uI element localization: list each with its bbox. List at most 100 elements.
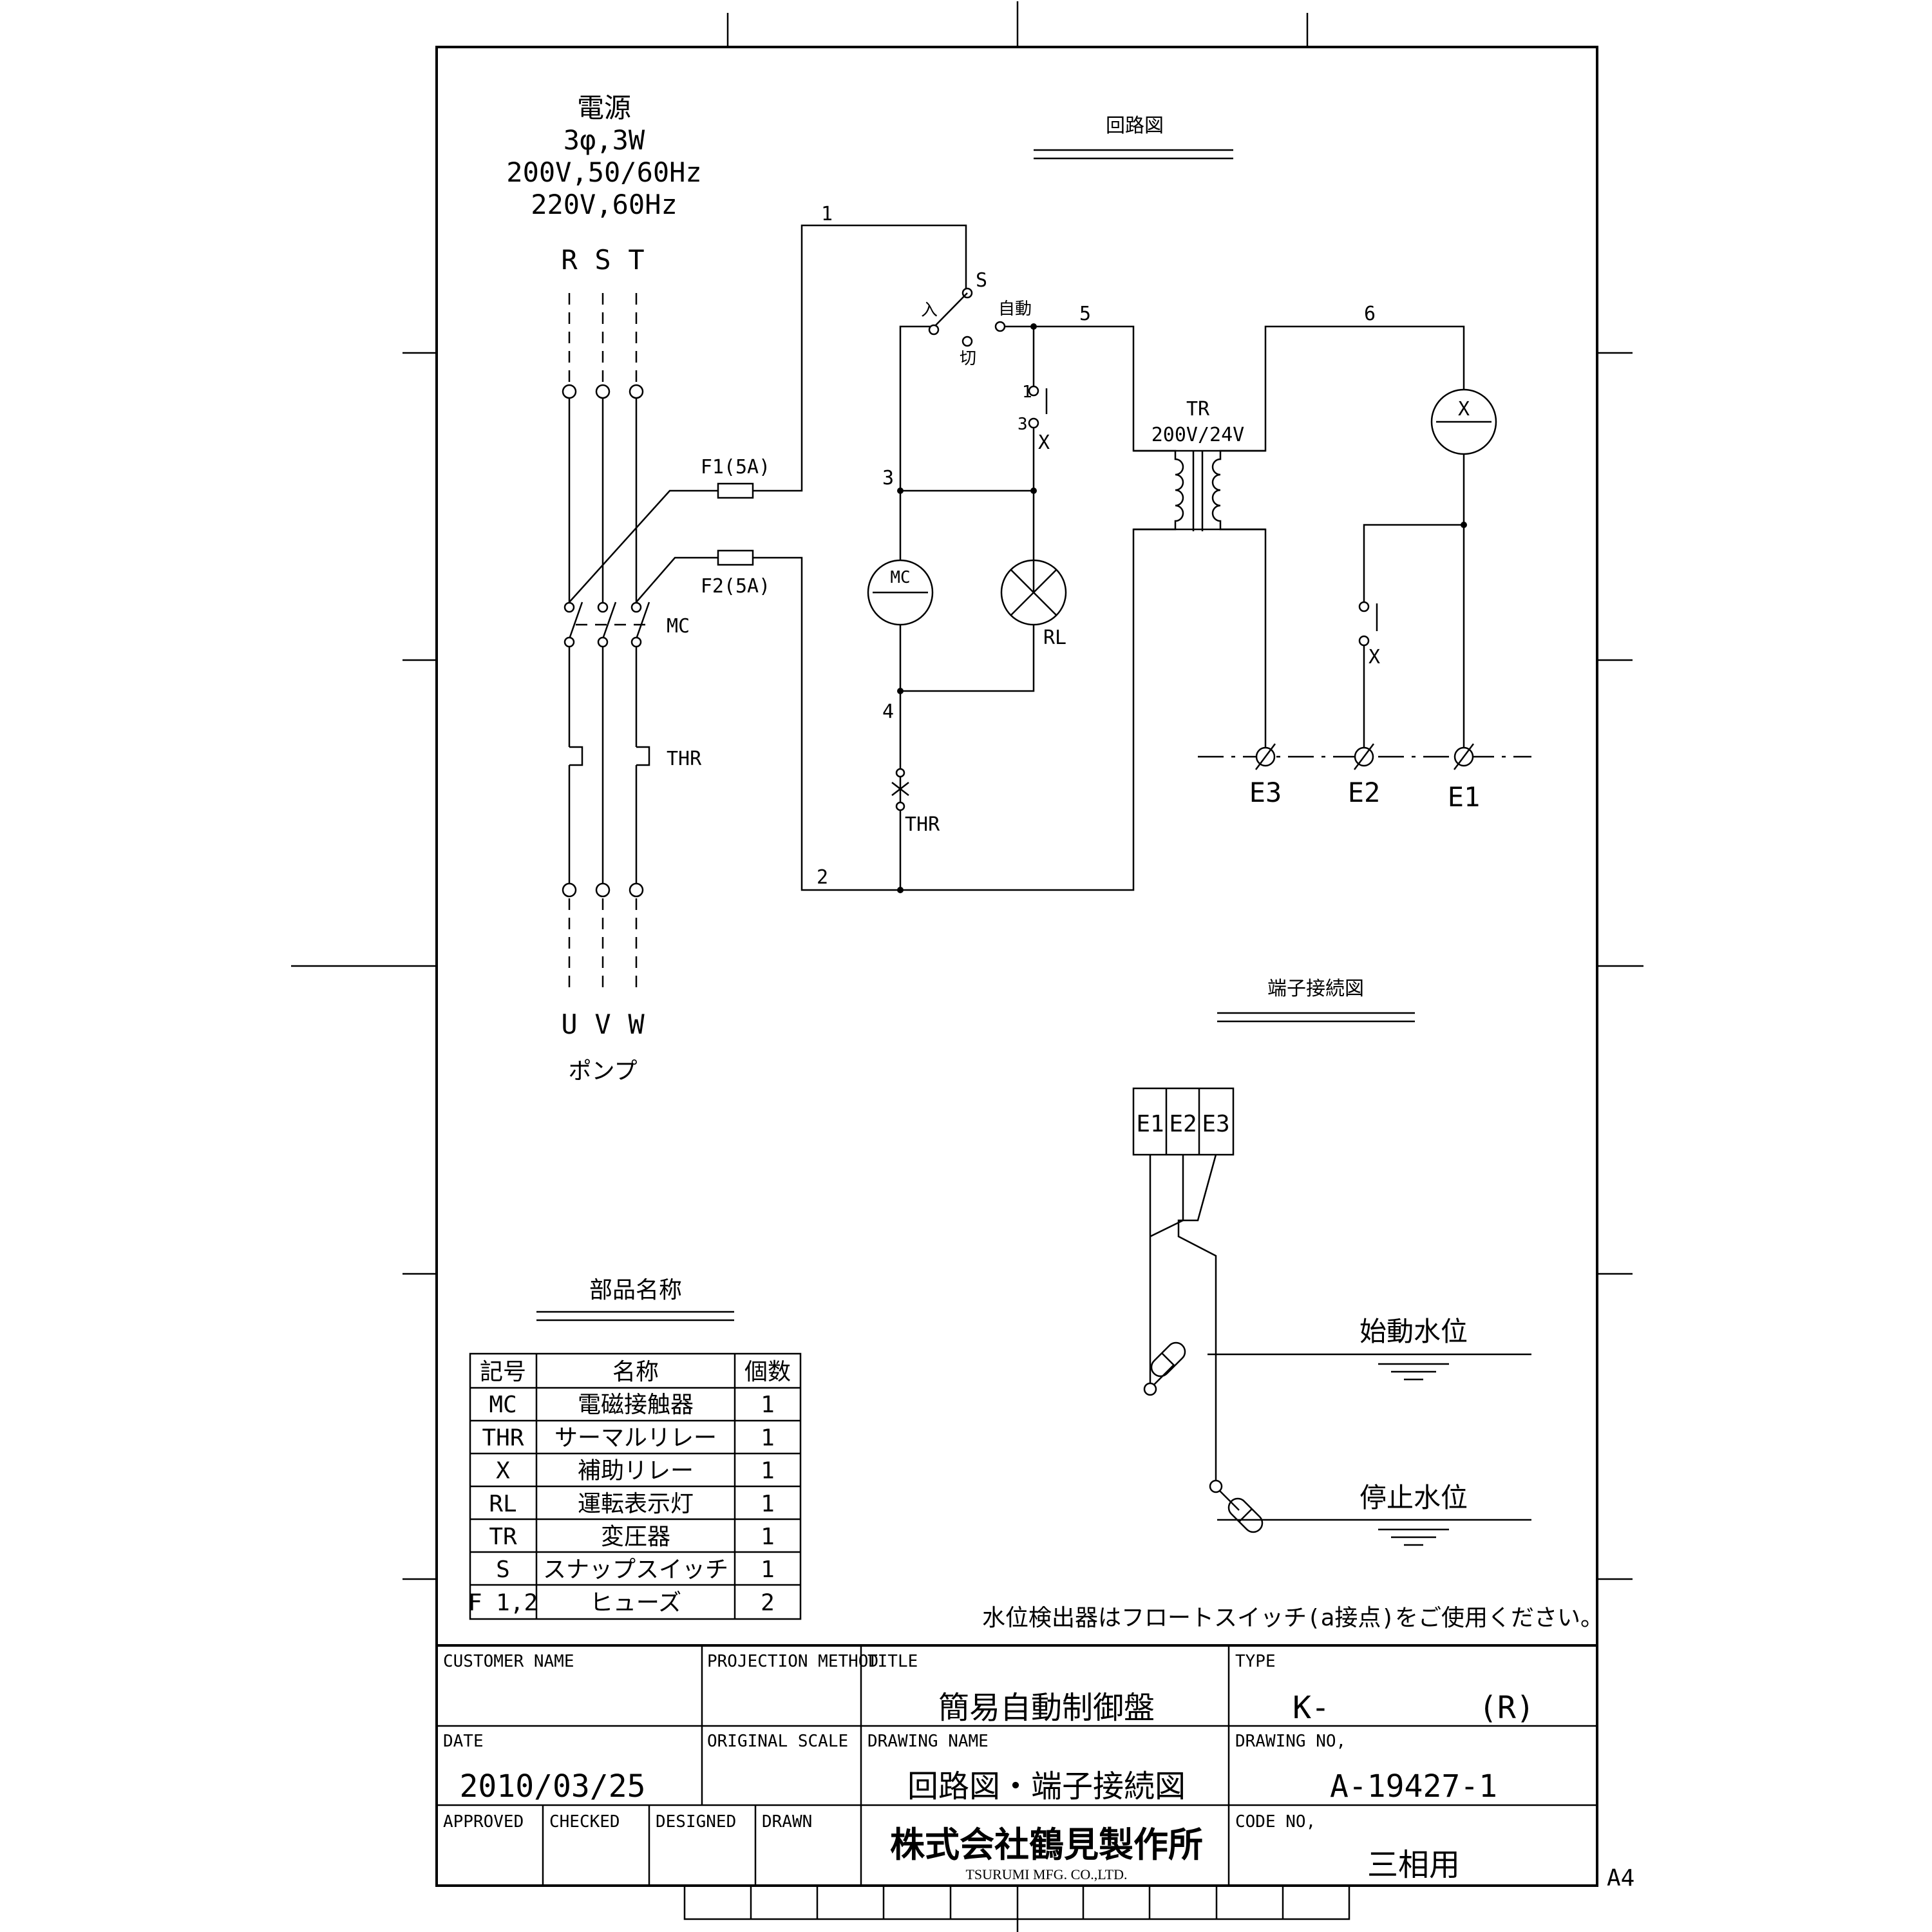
electrode-e1-label: E1	[1448, 781, 1481, 813]
electrode-e2-label: E2	[1348, 777, 1381, 808]
electrode-e3-label: E3	[1249, 777, 1282, 808]
fuse-f1	[718, 484, 753, 498]
parts-table-cell: THR	[482, 1425, 524, 1451]
mc-main-label: MC	[667, 615, 690, 638]
parts-table-cell: 2	[761, 1589, 775, 1616]
parts-header-cell: 記号	[480, 1359, 526, 1385]
projection-method-label: PROJECTION METHOD	[707, 1652, 878, 1671]
parts-table-cell: サーマルリレー	[554, 1425, 717, 1451]
parts-table	[469, 1352, 802, 1620]
code-no-label: CODE NO,	[1235, 1812, 1316, 1832]
title-label: TITLE	[867, 1652, 918, 1671]
drawn-label: DRAWN	[762, 1812, 812, 1832]
sheet-size-label: A4	[1607, 1865, 1634, 1891]
thr-contact-label: THR	[905, 813, 940, 836]
output-v-label: V	[594, 1009, 611, 1040]
approved-label: APPROVED	[443, 1812, 524, 1832]
node-1-label: 1	[821, 203, 833, 225]
node-6-label: 6	[1364, 303, 1376, 325]
junction-dots	[897, 323, 1467, 893]
parts-table-cell: ヒューズ	[590, 1589, 681, 1616]
terminal-e1-label: E1	[1136, 1111, 1164, 1137]
thr-main-label: THR	[667, 748, 702, 770]
x-contact-pin3: 3	[1018, 415, 1028, 434]
parts-table-cell: MC	[489, 1392, 516, 1418]
node-3-label: 3	[882, 467, 894, 489]
drawing-name-value: 回路図・端子接続図	[907, 1768, 1186, 1804]
parts-table-cell: 1	[761, 1392, 775, 1418]
parts-table-cell: 1	[761, 1557, 775, 1583]
parts-table-cell: S	[496, 1557, 510, 1583]
parts-header-cell: 名称	[612, 1359, 659, 1385]
designed-label: DESIGNED	[656, 1812, 736, 1832]
x-contact-label: X	[1038, 431, 1050, 454]
float-switch-start	[1143, 1341, 1186, 1396]
fuse-f1-label: F1(5A)	[701, 456, 770, 478]
snap-switch-s-label: S	[976, 269, 987, 292]
terminal-e3-label: E3	[1202, 1111, 1229, 1137]
output-u-label: U	[561, 1009, 577, 1040]
parts-table-cell: X	[496, 1458, 510, 1484]
terminal-title: 端子接続図	[1267, 978, 1364, 1000]
code-no-value: 三相用	[1367, 1847, 1460, 1883]
tr-label: TR	[1186, 398, 1210, 421]
company-logo-jp: 株式会社鶴見製作所	[890, 1824, 1203, 1865]
rl-label: RL	[1043, 627, 1066, 649]
input-s-label: S	[594, 244, 611, 276]
float-switch-stop	[1209, 1479, 1264, 1533]
title-block	[437, 1644, 1597, 1920]
stop-level-label: 停止水位	[1359, 1482, 1468, 1513]
parts-table-cell: スナップスイッチ	[543, 1557, 728, 1583]
date-label: DATE	[443, 1732, 484, 1751]
parts-title: 部品名称	[589, 1277, 682, 1303]
drawing-no-label: DRAWING NO,	[1235, 1732, 1346, 1751]
control-wiring	[569, 224, 1531, 891]
tr-rating-label: 200V/24V	[1151, 424, 1245, 446]
x-coil-label: X	[1458, 398, 1470, 421]
parts-table-cell: TR	[489, 1524, 517, 1550]
drawing-name-label: DRAWING NAME	[867, 1732, 989, 1751]
parts-header-cell: 個数	[744, 1359, 791, 1385]
parts-table-cell: F 1,2	[468, 1589, 538, 1616]
parts-table-cell: 1	[761, 1425, 775, 1451]
circuit-title: 回路図	[1106, 115, 1164, 137]
parts-table-cell: 1	[761, 1491, 775, 1517]
output-w-label: W	[628, 1009, 645, 1040]
customer-name-label: CUSTOMER NAME	[443, 1652, 574, 1671]
title-value: 簡易自動制御盤	[938, 1690, 1155, 1726]
company-name-en: TSURUMI MFG. CO.,LTD.	[965, 1866, 1127, 1882]
x-contact-pin1: 1	[1022, 383, 1032, 402]
start-level-label: 始動水位	[1359, 1316, 1468, 1347]
checked-label: CHECKED	[549, 1812, 620, 1832]
pump-label: ポンプ	[569, 1058, 638, 1084]
parts-table-cell: 電磁接触器	[578, 1392, 694, 1418]
edge-marks	[291, 1, 1643, 1932]
type-value: K- (R)	[1293, 1690, 1535, 1726]
power-phase: 3φ,3W	[564, 124, 645, 156]
water-level-note: 水位検出器はフロートスイッチ(a接点)をご使用ください。	[982, 1605, 1604, 1631]
node-4-label: 4	[882, 701, 894, 723]
parts-table-cell: 運転表示灯	[578, 1491, 694, 1517]
node-2-label: 2	[817, 866, 828, 889]
original-scale-label: ORIGINAL SCALE	[707, 1732, 848, 1751]
x-contact-e2-label: X	[1368, 646, 1380, 668]
power-label: 電源	[577, 92, 631, 124]
input-r-label: R	[561, 244, 578, 276]
parts-table-cell: RL	[489, 1491, 516, 1517]
snap-switch-on-label: 入	[921, 301, 938, 320]
parts-table-cell: 補助リレー	[578, 1458, 694, 1484]
power-voltage-2: 220V,60Hz	[531, 189, 677, 220]
mc-coil-label: MC	[890, 568, 910, 587]
date-value: 2010/03/25	[460, 1768, 646, 1804]
parts-table-cell: 変圧器	[601, 1524, 670, 1550]
parts-table-cell: 1	[761, 1524, 775, 1550]
input-t-label: T	[628, 244, 644, 276]
power-voltage-1: 200V,50/60Hz	[506, 156, 701, 188]
parts-table-cell: 1	[761, 1458, 775, 1484]
type-label: TYPE	[1235, 1652, 1276, 1671]
terminal-e2-label: E2	[1169, 1111, 1197, 1137]
fuse-f2	[718, 551, 753, 565]
drawing-no-value: A-19427-1	[1330, 1768, 1497, 1804]
